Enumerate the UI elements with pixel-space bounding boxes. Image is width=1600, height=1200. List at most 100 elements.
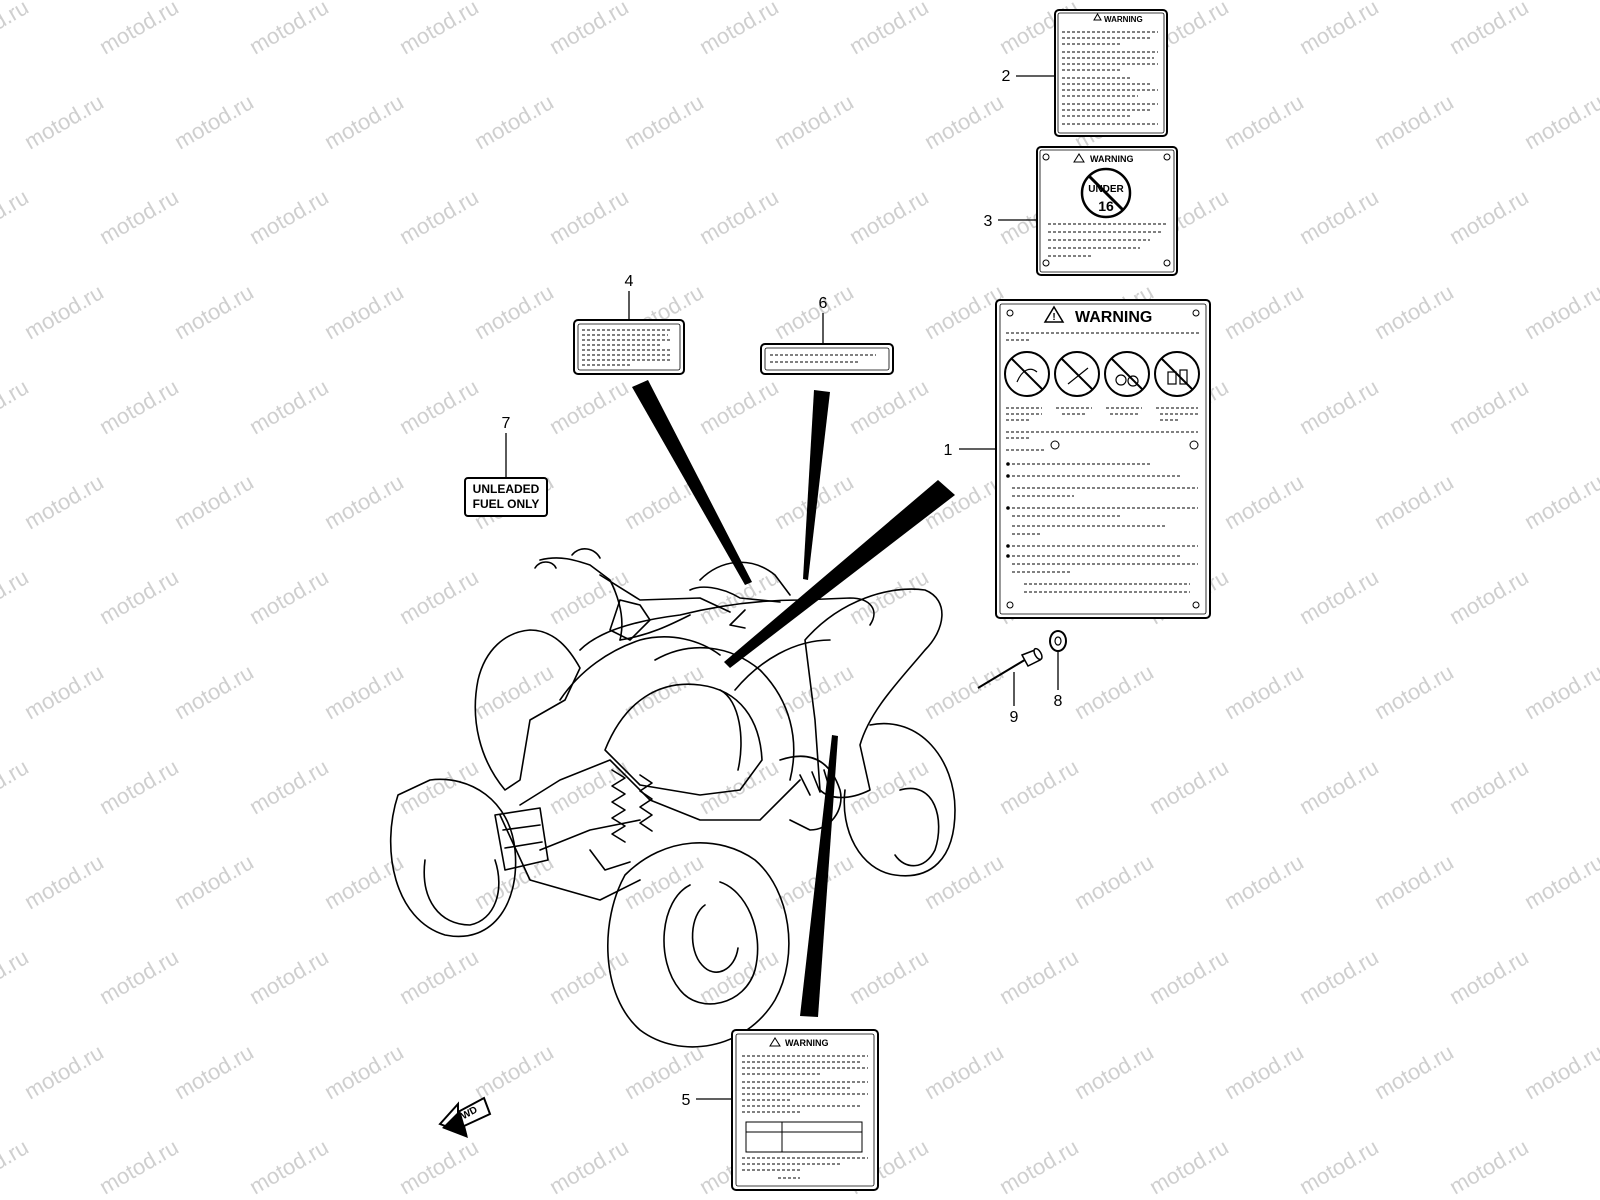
watermark-text: motod.ru [1145, 1134, 1233, 1199]
watermark-text: motod.ru [845, 944, 933, 1009]
callout-4: 4 [625, 273, 634, 290]
watermark-text: motod.ru [620, 659, 708, 724]
fuel-label-line-1: UNLEADED [473, 482, 540, 496]
watermark-text: motod.ru [1445, 184, 1533, 249]
watermark-text: motod.ru [1295, 374, 1383, 439]
watermark-text: motod.ru [1220, 659, 1308, 724]
watermark-text: motod.ru [845, 184, 933, 249]
watermark-text: motod.ru [95, 184, 183, 249]
watermark-text: motod.ru [170, 279, 258, 344]
watermark-text: motod.ru [845, 374, 933, 439]
label-1-main-warning-sticker: ! WARNING [995, 299, 1211, 619]
watermark-text: motod.ru [1520, 279, 1600, 344]
watermark-text: motod.ru [545, 564, 633, 629]
warning-triangle-icon [1043, 305, 1065, 323]
watermark-text: motod.ru [1220, 1039, 1308, 1104]
watermark-text: motod.ru [695, 184, 783, 249]
callout-6: 6 [819, 295, 828, 312]
pointer-label-4 [632, 380, 752, 585]
callout-numbers: 1 2 3 4 5 6 7 8 9 [502, 68, 1063, 1109]
watermark-text: motod.ru [1445, 1134, 1533, 1199]
watermark-text: motod.ru [770, 89, 858, 154]
watermark-text: motod.ru [170, 1039, 258, 1104]
watermark-text: motod.ru [470, 659, 558, 724]
watermark-text: motod.ru [1445, 754, 1533, 819]
watermark-text: motod.ru [20, 659, 108, 724]
watermark-text: motod.ru [245, 0, 333, 59]
watermark-text: motod.ru [170, 89, 258, 154]
watermark-text: motod.ru [1445, 944, 1533, 1009]
watermark-text: motod.ru [20, 279, 108, 344]
watermark-text: motod.ru [1220, 849, 1308, 914]
watermark-text: motod.ru [320, 849, 408, 914]
watermark-text: motod.ru [1520, 469, 1600, 534]
watermark-text: motod.ru [1070, 1039, 1158, 1104]
watermark-text: motod.ru [170, 469, 258, 534]
watermark-text: motod.ru [395, 1134, 483, 1199]
label-3-under16-sticker: WARNING UNDER 16 [1036, 146, 1178, 276]
watermark-text: motod.ru [395, 944, 483, 1009]
under16-text: UNDER [1088, 184, 1124, 195]
watermark-text: motod.ru [995, 1134, 1083, 1199]
watermark-text: motod.ru [0, 564, 33, 629]
watermark-text: motod.ru [1295, 1134, 1383, 1199]
rivet-part-9 [977, 647, 1043, 689]
watermark-text: motod.ru [620, 849, 708, 914]
svg-text:!: ! [1052, 312, 1055, 323]
watermark-text: motod.ru [0, 754, 33, 819]
watermark-text: motod.ru [20, 849, 108, 914]
label-5-warning-sticker: WARNING [731, 1029, 879, 1191]
watermark-text: motod.ru [20, 89, 108, 154]
label-2-text-lines [1062, 31, 1158, 125]
watermark-text: motod.ru [1295, 754, 1383, 819]
watermark-text: motod.ru [395, 374, 483, 439]
watermark-text: motod.ru [845, 564, 933, 629]
watermark-text: motod.ru [95, 374, 183, 439]
watermark-text: motod.ru [245, 564, 333, 629]
watermark-text: motod.ru [0, 0, 33, 59]
label-3-warning-word: WARNING [1090, 154, 1134, 164]
pointer-wedges [632, 380, 955, 1017]
watermark-text: motod.ru [470, 1039, 558, 1104]
label-1-pictograms [1004, 351, 1200, 397]
watermark-text: motod.ru [395, 184, 483, 249]
watermark-text: motod.ru [1445, 564, 1533, 629]
watermark-text: motod.ru [995, 944, 1083, 1009]
watermark-text: motod.ru [320, 1039, 408, 1104]
watermark-text: motod.ru [1370, 849, 1458, 914]
watermark-text: motod.ru [20, 1039, 108, 1104]
watermark-text: motod.ru [245, 1134, 333, 1199]
callout-3: 3 [984, 213, 993, 230]
watermark-text: motod.ru [1220, 89, 1308, 154]
callout-2: 2 [1002, 68, 1011, 85]
watermark-text: motod.ru [95, 754, 183, 819]
watermark-text: motod.ru [1145, 944, 1233, 1009]
watermark-text: motod.ru [1445, 374, 1533, 439]
watermark-text: motod.ru [95, 0, 183, 59]
watermark-text: motod.ru [695, 374, 783, 439]
watermark-text: motod.ru [1295, 0, 1383, 59]
watermark-text: motod.ru [1520, 659, 1600, 724]
watermark-text: motod.ru [695, 0, 783, 59]
label-2-warning-word: WARNING [1104, 15, 1143, 24]
watermark-text: motod.ru [1370, 1039, 1458, 1104]
watermark-text: motod.ru [20, 469, 108, 534]
label-1-warning-word: WARNING [1075, 309, 1152, 326]
watermark-text: motod.ru [995, 754, 1083, 819]
watermark-text: motod.ru [1370, 279, 1458, 344]
watermark-text: motod.ru [1295, 564, 1383, 629]
watermark-text: motod.ru [1595, 944, 1600, 1009]
label-5-warning-word: WARNING [785, 1038, 829, 1048]
watermark-text: motod.ru [1595, 754, 1600, 819]
watermark-text: motod.ru [1520, 1039, 1600, 1104]
callout-9: 9 [1010, 709, 1019, 726]
label-3-text-lines [1048, 223, 1166, 257]
callout-1: 1 [944, 442, 953, 459]
watermark-text: motod.ru [1070, 849, 1158, 914]
label-5-spec-table [745, 1121, 863, 1153]
watermark-text: motod.ru [470, 279, 558, 344]
fuel-label-line-2: FUEL ONLY [473, 497, 540, 511]
watermark-text: motod.ru [920, 849, 1008, 914]
watermark-text: motod.ru [1595, 1134, 1600, 1199]
watermark-text: motod.ru [1445, 0, 1533, 59]
